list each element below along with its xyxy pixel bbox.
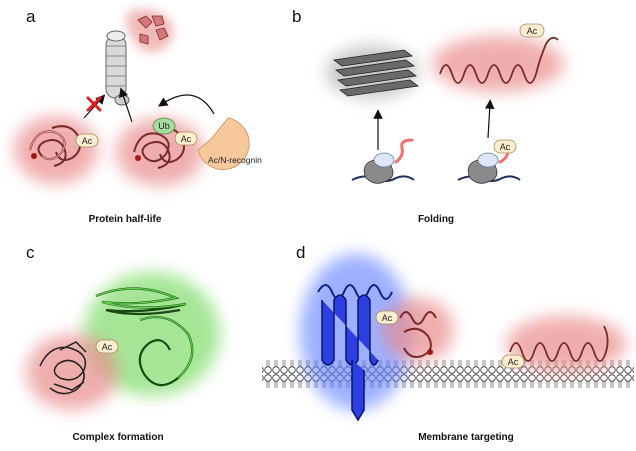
ub-label: Ub — [158, 121, 170, 131]
protein-left: Ac — [14, 116, 99, 184]
panel-a-letter: a — [26, 7, 36, 26]
ac-label: Ac — [527, 26, 538, 36]
ac-label: Ac — [382, 313, 393, 323]
red-protein-middle: Ac — [375, 298, 454, 362]
panel-d-caption: Membrane targeting — [418, 432, 514, 443]
red-helix-protein: Ac — [501, 316, 626, 372]
ac-label: Ac — [500, 142, 511, 152]
curved-arrow-icon — [157, 94, 215, 115]
panel-b-caption: Folding — [418, 214, 454, 225]
recognin-label: Ac/N-recognin — [208, 155, 262, 165]
arrow-icon — [484, 99, 495, 139]
panel-b: b Ac Ac — [292, 7, 564, 225]
ribosome-icon: Ac — [457, 139, 521, 184]
helix-protein: Ac — [432, 23, 564, 92]
panel-d: d Ac Ac Membrane targeting — [262, 243, 634, 443]
blue-protein — [300, 254, 412, 422]
panel-a: a Ac — [14, 7, 262, 225]
recognin-shape — [197, 117, 250, 170]
green-protein — [84, 272, 220, 396]
dark-protein: Ac — [26, 334, 119, 410]
proteasome-icon — [105, 30, 130, 106]
arrow-icon — [83, 94, 106, 119]
panel-d-letter: d — [296, 243, 305, 262]
degraded-fragments — [126, 9, 174, 53]
ac-label: Ac — [82, 136, 93, 146]
panel-c: c Ac Complex formation — [26, 243, 220, 443]
cross-icon — [86, 96, 102, 112]
arrow-icon — [118, 87, 133, 123]
ac-label: Ac — [102, 342, 113, 352]
ac-label: Ac — [508, 357, 519, 367]
ac-label: Ac — [181, 134, 192, 144]
protein-right: Ub Ac Ac/N-recognin — [116, 117, 262, 186]
panel-c-caption: Complex formation — [72, 432, 163, 443]
panel-a-caption: Protein half-life — [89, 214, 162, 225]
beta-sheet — [326, 46, 420, 98]
panel-c-letter: c — [26, 243, 35, 262]
ribosome-icon — [351, 138, 415, 184]
panel-b-letter: b — [292, 7, 301, 26]
